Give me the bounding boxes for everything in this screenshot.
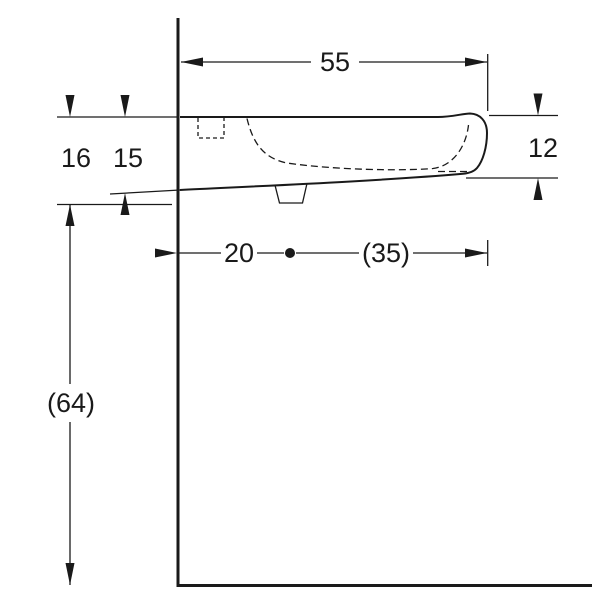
arrowhead-left-icon [181, 57, 203, 67]
dimension-depth-inner: 15 [113, 95, 143, 215]
washbasin-profile [179, 112, 488, 204]
drain-center-dot-icon [285, 248, 295, 258]
dim-label-35: (35) [362, 238, 410, 268]
dimension-front-height: 12 [528, 93, 558, 200]
arrowhead-right-icon [155, 248, 177, 258]
dimension-drain-position: 20 (35) [155, 238, 487, 268]
drain-outlet [274, 183, 308, 204]
arrowhead-up-icon [533, 178, 543, 200]
overflow-hidden-outline [197, 118, 225, 139]
dimension-width-overall: 55 [181, 47, 487, 77]
arrowhead-right-icon [465, 248, 487, 258]
dim-label-12: 12 [528, 133, 558, 163]
reference-lines [57, 54, 558, 266]
dimension-depth-outer: 16 [61, 95, 91, 226]
basin-outline [179, 112, 488, 191]
wall-and-floor [176, 18, 592, 587]
ref-line-basin-underside-left [109, 189, 181, 195]
dim-label-64: (64) [47, 388, 95, 418]
arrowhead-down-icon [120, 95, 130, 117]
arrowhead-up-icon [120, 193, 130, 215]
arrowhead-down-icon [533, 93, 543, 116]
bowl-hidden-contour [246, 118, 470, 171]
dim-label-15: 15 [113, 143, 143, 173]
arrowhead-down-icon [65, 563, 75, 585]
dim-label-16: 16 [61, 143, 91, 173]
dimension-mounting-height: (64) [47, 204, 95, 585]
arrowhead-right-icon [465, 57, 487, 67]
dim-label-55: 55 [320, 47, 350, 77]
arrowhead-down-icon [65, 95, 75, 117]
dim-label-20: 20 [224, 238, 254, 268]
